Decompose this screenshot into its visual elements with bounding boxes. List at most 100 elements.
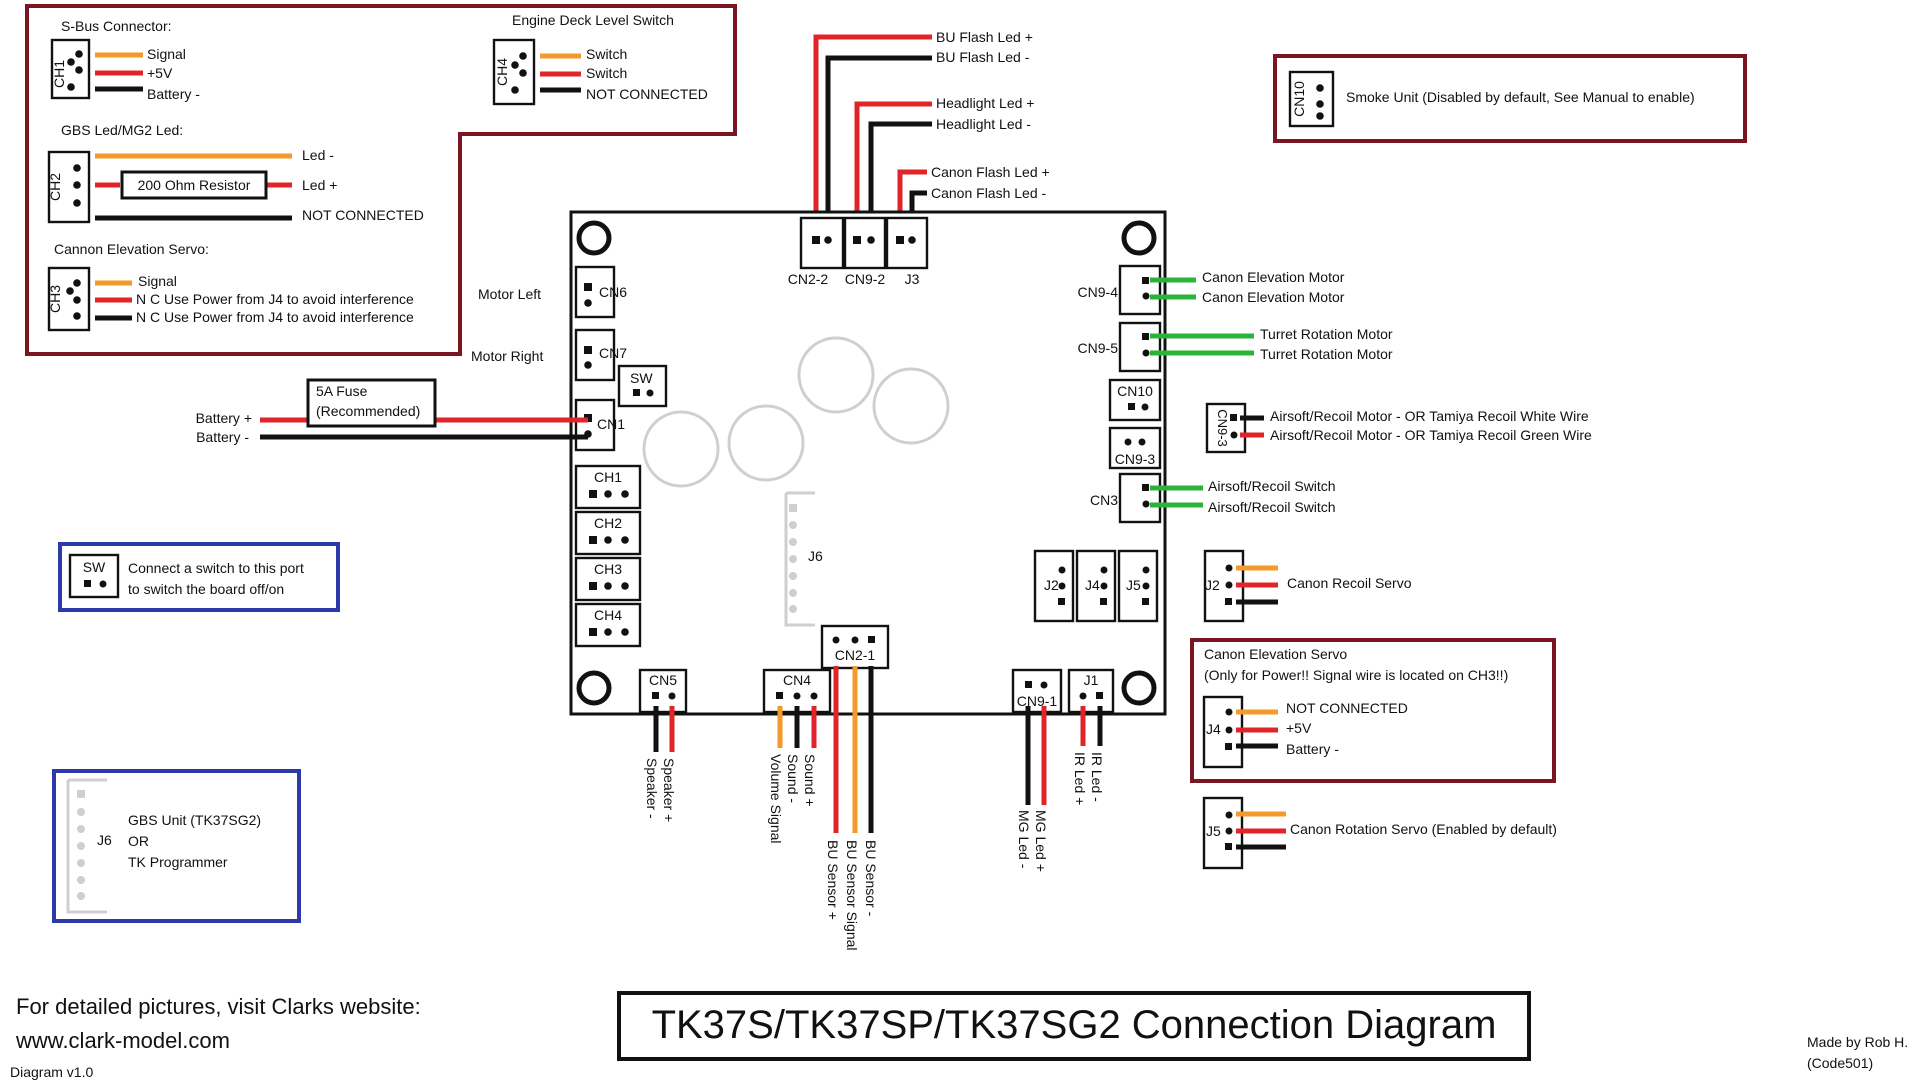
j6-legend-header: J6 (66, 778, 112, 914)
cn10-board-connector: CN10 (1108, 378, 1162, 422)
j4-heading-2: (Only for Power!! Signal wire is located… (1204, 667, 1508, 683)
smoke-text: Smoke Unit (Disabled by default, See Man… (1346, 89, 1695, 105)
cn7-connector: CN7 (574, 328, 627, 382)
ir-led-plus-label: IR Led + (1072, 752, 1088, 805)
j2-ext-connector: J2 (1203, 549, 1245, 623)
j6-text-2: OR (128, 833, 149, 849)
title-box (617, 991, 1531, 1061)
smoke-red-box (1273, 54, 1747, 143)
headlight-plus-wire (854, 101, 932, 236)
ch1-connector: CH1 (50, 38, 91, 100)
sw-connector: SW (617, 364, 668, 408)
bu-flash-plus-label: BU Flash Led + (936, 29, 1033, 45)
cn9-3-ext-connector: CN9-3 (1205, 402, 1247, 454)
cn9-4-label: CN9-4 (1078, 284, 1119, 300)
capacitor-3 (797, 336, 875, 414)
cn1-connector: CN1 (574, 398, 625, 452)
sw-text-1: Connect a switch to this port (128, 560, 304, 576)
cn6-label: CN6 (599, 284, 627, 300)
j2-board-label: J2 (1044, 577, 1059, 593)
cn2-2-label: CN2-2 (788, 271, 829, 287)
ch1-battery-label: Battery - (147, 86, 200, 102)
j6-blue-box (52, 769, 301, 923)
ch4-board-label: CH4 (594, 607, 622, 623)
j4-board-label: J4 (1085, 577, 1100, 593)
mount-hole-bl (576, 670, 612, 706)
cn10-board-label: CN10 (1117, 383, 1153, 399)
bu-sensor-signal-label: BU Sensor Signal (844, 840, 860, 951)
fuse-label-2: (Recommended) (316, 403, 420, 419)
bu-flash-plus-wire (813, 34, 932, 236)
ch2-led-minus-label: Led - (302, 147, 334, 163)
mount-hole-tl (576, 220, 612, 256)
mg-led-plus-label: MG Led + (1033, 810, 1049, 872)
ch4-label: CH4 (494, 58, 510, 86)
cn5-connector: CN5 (638, 668, 688, 714)
ch4-switch-label-1: Switch (586, 46, 627, 62)
fuse-box (306, 378, 437, 428)
fuse-label-1: 5A Fuse (316, 383, 368, 399)
cn9-5-connector: CN9-5 (1078, 321, 1162, 373)
ch2-connector: CH2 (47, 150, 91, 224)
cn3-wire-label-2: Airsoft/Recoil Switch (1208, 499, 1336, 515)
cn9-3-board-label: CN9-3 (1115, 451, 1156, 467)
cn3-connector: CN3 (1090, 472, 1162, 524)
cn9-4-wire-label-2: Canon Elevation Motor (1202, 289, 1345, 305)
j6-text-1: GBS Unit (TK37SG2) (128, 812, 261, 828)
resistor-label: 200 Ohm Resistor (138, 177, 251, 193)
ch3-signal-label: Signal (138, 273, 177, 289)
smoke-connector: CN10 (1288, 70, 1335, 128)
j6-legend-label: J6 (97, 832, 112, 848)
smoke-cn10-label: CN10 (1291, 81, 1307, 117)
ch1-board-port: CH1 (574, 464, 642, 510)
ch3-connector: CH3 (47, 266, 91, 332)
j5-board-port: J5 (1117, 549, 1159, 623)
headlight-plus-label: Headlight Led + (936, 95, 1034, 111)
diagram-title: TK37S/TK37SP/TK37SG2 Connection Diagram (652, 1003, 1497, 1047)
cn9-4-connector: CN9-4 (1078, 264, 1162, 316)
j6-text-3: TK Programmer (128, 854, 228, 870)
j4-heading-1: Canon Elevation Servo (1204, 646, 1347, 662)
diagram-version: Diagram v1.0 (10, 1064, 93, 1080)
speaker-plus-label: Speaker + (661, 758, 677, 822)
j3-connector: J3 (885, 216, 929, 287)
cn9-1-connector: CN9-1 (1011, 668, 1063, 714)
j4-board-port: J4 (1075, 549, 1117, 623)
ch2-board-label: CH2 (594, 515, 622, 531)
bu-flash-minus-wire (825, 55, 932, 236)
ch4-connector: CH4 (492, 38, 536, 106)
j6-header: J6 (784, 491, 823, 627)
ch4-switch-label-2: Switch (586, 65, 627, 81)
capacitor-4 (872, 367, 950, 445)
ch3-nc-label-2: N C Use Power from J4 to avoid interfere… (136, 309, 414, 325)
cn6-connector: CN6 (574, 265, 627, 319)
ch2-label: CH2 (47, 173, 63, 201)
mount-hole-br (1121, 670, 1157, 706)
j1-connector: J1 (1067, 668, 1115, 714)
volume-signal-label: Volume Signal (768, 754, 784, 844)
cn7-label: CN7 (599, 345, 627, 361)
j2-board-port: J2 (1033, 549, 1075, 623)
website-line-1: For detailed pictures, visit Clarks webs… (16, 994, 421, 1019)
cn1-label: CN1 (597, 416, 625, 432)
j4-nc-label: NOT CONNECTED (1286, 700, 1408, 716)
cn9-5-label: CN9-5 (1078, 340, 1119, 356)
battery-plus-label: Battery + (196, 410, 252, 426)
ch4-board-port: CH4 (574, 602, 642, 648)
cn3-label: CN3 (1090, 492, 1118, 508)
battery-minus-label: Battery - (196, 429, 249, 445)
motor-right-label: Motor Right (471, 348, 543, 364)
j2-text: Canon Recoil Servo (1287, 575, 1412, 591)
deck-switch-heading: Engine Deck Level Switch (512, 12, 674, 28)
cn9-2-connector: CN9-2 (843, 216, 887, 287)
credit-line-1: Made by Rob H. (1807, 1034, 1908, 1050)
ch2-board-port: CH2 (574, 510, 642, 556)
j6-label: J6 (808, 548, 823, 564)
cn9-5-wire-label-1: Turret Rotation Motor (1260, 326, 1393, 342)
ch2-led-plus-label: Led + (302, 177, 337, 193)
j4-ext-label: J4 (1206, 721, 1221, 737)
capacitor-1 (642, 410, 720, 488)
j5-ext-label: J5 (1206, 823, 1221, 839)
cn9-4-wire-label-1: Canon Elevation Motor (1202, 269, 1345, 285)
sw-legend-connector: SW (68, 553, 120, 599)
